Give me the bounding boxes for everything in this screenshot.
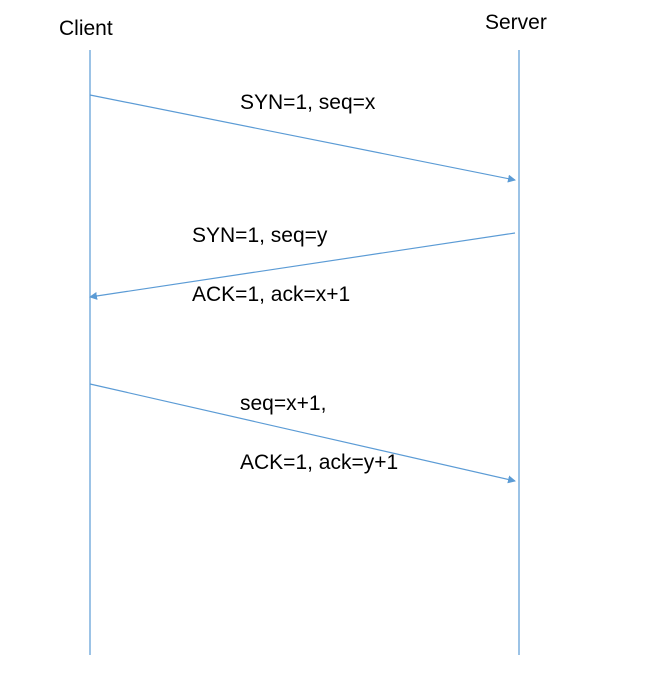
message-arrow-syn-ack bbox=[89, 232, 516, 300]
message-arrow-syn bbox=[89, 94, 516, 183]
server-label: Server bbox=[485, 11, 547, 34]
message-label: seq=x+1, bbox=[240, 392, 327, 415]
message-label: SYN=1, seq=x bbox=[240, 91, 376, 114]
message-label: ACK=1, ack=x+1 bbox=[192, 283, 351, 306]
message-arrow-ack bbox=[89, 383, 516, 484]
message-label: SYN=1, seq=y bbox=[192, 224, 328, 247]
client-label: Client bbox=[59, 17, 113, 40]
message-label: ACK=1, ack=y+1 bbox=[240, 451, 399, 474]
